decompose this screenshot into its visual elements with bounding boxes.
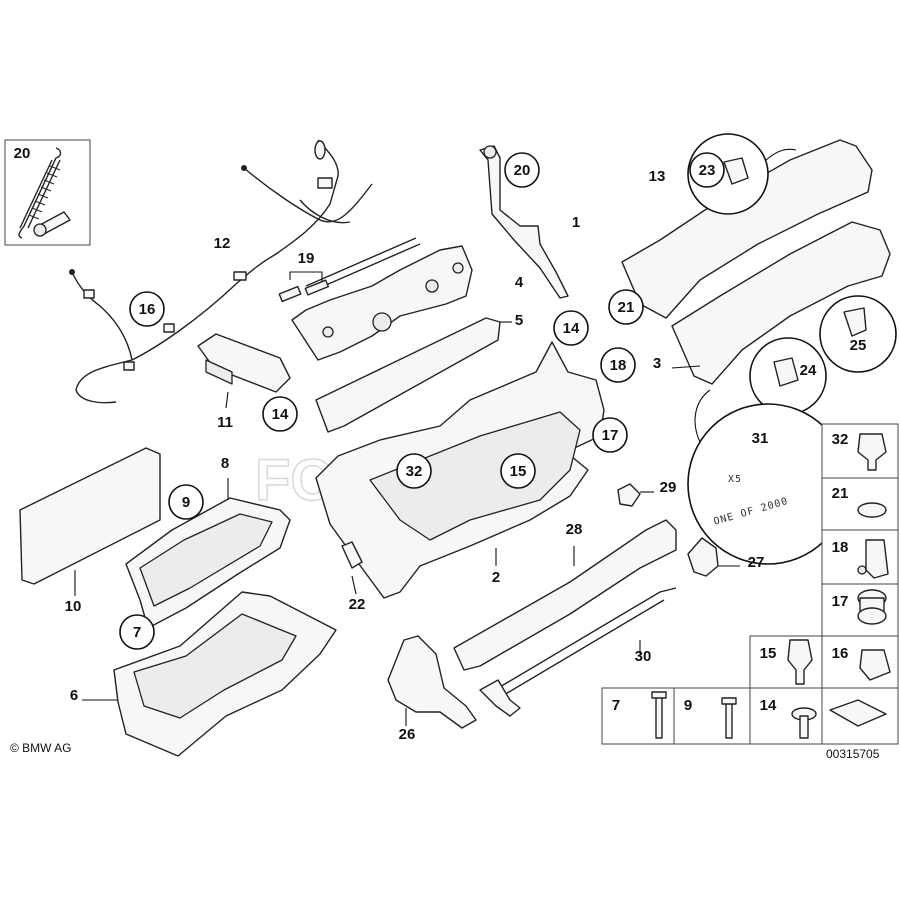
panel-label-9: 9: [684, 697, 692, 714]
module-part-11: [197, 333, 291, 409]
panel-label-18: 18: [832, 539, 849, 556]
callout-label-32: 32: [406, 463, 423, 480]
panel-labels: 32 21 18 17 15 16 7 9 14: [612, 431, 849, 714]
callout-circle: [553, 310, 589, 346]
callout-label-16: 16: [139, 301, 156, 318]
callout-label-30: 30: [635, 648, 652, 665]
rod-assembly: [278, 237, 421, 303]
callout-label-13: 13: [649, 168, 666, 185]
callout-label-24: 24: [800, 362, 817, 379]
callout-label-7: 7: [133, 624, 141, 641]
callout-label-20: 20: [14, 145, 31, 162]
callout-label-31: 31: [752, 430, 769, 447]
callout-label-3: 3: [653, 355, 661, 372]
bracket-part-27: [687, 537, 740, 577]
callout-label-29: 29: [660, 479, 677, 496]
callout-label-17: 17: [602, 427, 619, 444]
hinge-part-1: [479, 145, 569, 299]
copyright-text: © BMW AG: [10, 741, 72, 755]
callout-circle: [592, 417, 628, 453]
panel-label-15: 15: [760, 645, 777, 662]
callout-label-20: 20: [514, 162, 531, 179]
callout-label-18: 18: [610, 357, 627, 374]
clip-part-29: [617, 483, 654, 507]
callout-label-21: 21: [618, 299, 635, 316]
panel-part-10: [19, 447, 161, 596]
callout-label-2: 2: [492, 569, 500, 586]
rod-part-30: [479, 587, 677, 717]
callout-label-4: 4: [515, 274, 524, 291]
diagram-id-text: 00315705: [826, 747, 880, 761]
callout-label-8: 8: [221, 455, 229, 472]
callout-label-10: 10: [65, 598, 82, 615]
callout-label-15: 15: [510, 463, 527, 480]
callout-circle: [129, 291, 165, 327]
strip-part-5: [315, 317, 512, 433]
bracket-part-4: [291, 245, 473, 361]
cable-harness: [69, 139, 373, 404]
badge-model: X5: [728, 474, 742, 485]
inset-part-25: [819, 295, 897, 373]
spring-inset: [4, 139, 91, 246]
callout-circle: [168, 484, 204, 520]
panel-label-14: 14: [760, 697, 777, 714]
tray-part-6: [82, 591, 337, 757]
callout-label-27: 27: [748, 554, 765, 571]
callout-circle: [504, 152, 540, 188]
callout-circle: [608, 289, 644, 325]
hinge-part-26: [387, 635, 477, 729]
callout-label-28: 28: [566, 521, 583, 538]
panel-label-16: 16: [832, 645, 849, 662]
latch-part-22: [341, 541, 363, 595]
callout-label-9: 9: [182, 494, 190, 511]
callout-label-14: 14: [563, 320, 580, 337]
panel-label-32: 32: [832, 431, 849, 448]
panel-label-17: 17: [832, 593, 849, 610]
callout-label-23: 23: [699, 162, 716, 179]
callout-label-22: 22: [349, 596, 366, 613]
rail-part-28: [453, 519, 677, 671]
callout-label-25: 25: [850, 337, 867, 354]
callout-circle: [600, 347, 636, 383]
callout-label-19: 19: [298, 250, 315, 267]
callout-label-1: 1: [572, 214, 580, 231]
callout-label-26: 26: [399, 726, 416, 743]
callout-circle: [119, 614, 155, 650]
panel-label-7: 7: [612, 697, 620, 714]
callout-circle: [500, 453, 536, 489]
callout-label-5: 5: [515, 312, 523, 329]
callout-label-6: 6: [70, 687, 78, 704]
panel-label-21: 21: [832, 485, 849, 502]
small-parts-panel: [601, 423, 899, 745]
callout-label-11: 11: [217, 414, 233, 431]
callout-label-14: 14: [272, 406, 289, 423]
callout-circle: [396, 453, 432, 489]
callout-circle: [689, 152, 725, 188]
callout-label-12: 12: [214, 235, 231, 252]
callout-circle: [262, 396, 298, 432]
glovebox-lid-part-3: [671, 221, 891, 385]
glovebox-frame-part-2: [315, 341, 605, 599]
